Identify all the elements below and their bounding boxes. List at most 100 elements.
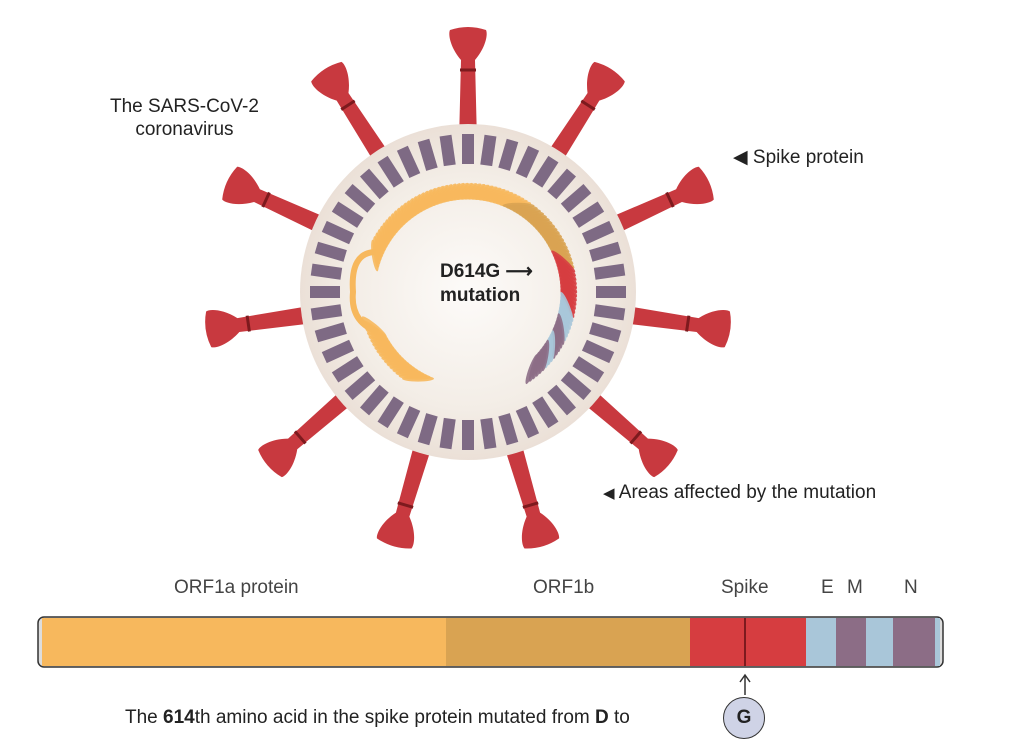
- membrane-protein-block: [417, 413, 438, 446]
- genome-segment: [836, 618, 866, 666]
- spike-body: [575, 383, 678, 478]
- caption-from: D: [595, 707, 609, 728]
- membrane-protein-block: [581, 339, 615, 364]
- spike: [258, 383, 361, 478]
- mutation-word: mutation: [440, 285, 521, 306]
- spike: [449, 27, 487, 142]
- virus-title-line2: coronavirus: [135, 119, 234, 140]
- membrane-protein-block: [560, 371, 592, 401]
- membrane-protein-block: [310, 286, 340, 298]
- membrane-protein-block: [439, 134, 456, 167]
- membrane-protein-block: [396, 145, 421, 179]
- membrane-protein-block: [359, 384, 389, 416]
- spike-protein-label: ◀ Spike protein: [733, 146, 864, 169]
- spike-band: [245, 315, 251, 332]
- membrane-protein-block: [344, 371, 376, 401]
- membrane-protein-block: [593, 304, 626, 321]
- spike-band: [340, 99, 356, 111]
- rna-coil: [361, 316, 387, 338]
- spike: [501, 433, 560, 549]
- membrane-protein-block: [547, 168, 577, 200]
- genome-segment: [935, 618, 940, 666]
- membrane-protein-block: [359, 168, 389, 200]
- membrane-protein-block: [515, 405, 540, 439]
- arrow-up-icon: [739, 673, 751, 683]
- membrane-protein-block: [310, 304, 343, 321]
- spike: [311, 61, 395, 171]
- pointer-left-icon: ◀: [733, 147, 748, 168]
- spike-body: [449, 27, 487, 142]
- spike-body: [205, 304, 321, 348]
- spike-body: [376, 433, 435, 549]
- rna-strand: [349, 249, 380, 335]
- spike: [600, 166, 714, 238]
- virus-envelope: [300, 124, 636, 460]
- genome-label-orf1a: ORF1a protein: [174, 577, 299, 598]
- genome-label-m: M: [847, 577, 863, 598]
- mutation-name: D614G: [440, 261, 501, 282]
- spike-body: [222, 166, 336, 238]
- genome-segment: [42, 618, 446, 666]
- caption-to-word: to: [608, 707, 630, 728]
- genome-label-spike: Spike: [721, 577, 769, 598]
- membrane-protein-block: [321, 220, 355, 245]
- rna-coil: [525, 354, 538, 385]
- spike-body: [311, 61, 395, 171]
- membrane-protein-block: [417, 138, 438, 171]
- membrane-protein-block: [462, 134, 474, 164]
- spike-band: [261, 191, 271, 208]
- genome-segment: [866, 618, 893, 666]
- spike-body: [258, 383, 361, 478]
- genome-segment: [806, 618, 836, 666]
- membrane-protein-block: [331, 356, 364, 383]
- spike: [205, 304, 321, 348]
- membrane-protein-block: [396, 405, 421, 439]
- membrane-protein-block: [532, 155, 559, 188]
- spike-band: [629, 430, 643, 445]
- membrane-protein-block: [344, 183, 376, 213]
- spike-body: [615, 304, 731, 348]
- genome-label-n: N: [904, 577, 918, 598]
- membrane-protein-block: [310, 263, 343, 280]
- spike-band: [293, 430, 307, 445]
- pointer-left-icon: ◀: [603, 485, 615, 502]
- spike: [615, 304, 731, 348]
- membrane-protein-block: [572, 201, 605, 228]
- spike-band: [685, 315, 691, 332]
- amino-acid-g-badge: G: [723, 697, 765, 739]
- genome-segment: [690, 618, 806, 666]
- membrane-protein-block: [581, 220, 615, 245]
- spike-band: [580, 99, 596, 111]
- membrane-protein-block: [439, 417, 456, 450]
- membrane-protein-block: [377, 155, 404, 188]
- genome-segment: [446, 618, 690, 666]
- caption: The 614th amino acid in the spike protei…: [125, 707, 630, 729]
- spike: [376, 433, 435, 549]
- membrane-protein-block: [532, 396, 559, 429]
- mutation-label: D614G ⟶ mutation: [440, 260, 533, 308]
- spike: [575, 383, 678, 478]
- genome-label-orf1b: ORF1b: [533, 577, 595, 598]
- genome-segment: [893, 618, 935, 666]
- spike-band: [397, 501, 414, 509]
- membrane-protein-block: [377, 396, 404, 429]
- membrane-protein-block: [480, 417, 497, 450]
- caption-mid: th amino acid in the spike protein mutat…: [194, 707, 595, 728]
- membrane-protein-block: [572, 356, 605, 383]
- membrane-protein-block: [593, 263, 626, 280]
- membrane-protein-block: [547, 384, 577, 416]
- areas-affected-text: Areas affected by the mutation: [618, 482, 877, 503]
- membrane-protein-block: [331, 201, 364, 228]
- spike-body: [501, 433, 560, 549]
- membrane-protein-block: [314, 241, 347, 262]
- membrane-protein-block: [321, 339, 355, 364]
- membrane-protein-block: [560, 183, 592, 213]
- membrane-protein-block: [589, 322, 622, 343]
- spike: [222, 166, 336, 238]
- membrane-protein-block: [515, 145, 540, 179]
- membrane-protein-block: [498, 413, 519, 446]
- spike-body: [541, 61, 625, 171]
- virus-title: The SARS-CoV-2 coronavirus: [110, 95, 259, 141]
